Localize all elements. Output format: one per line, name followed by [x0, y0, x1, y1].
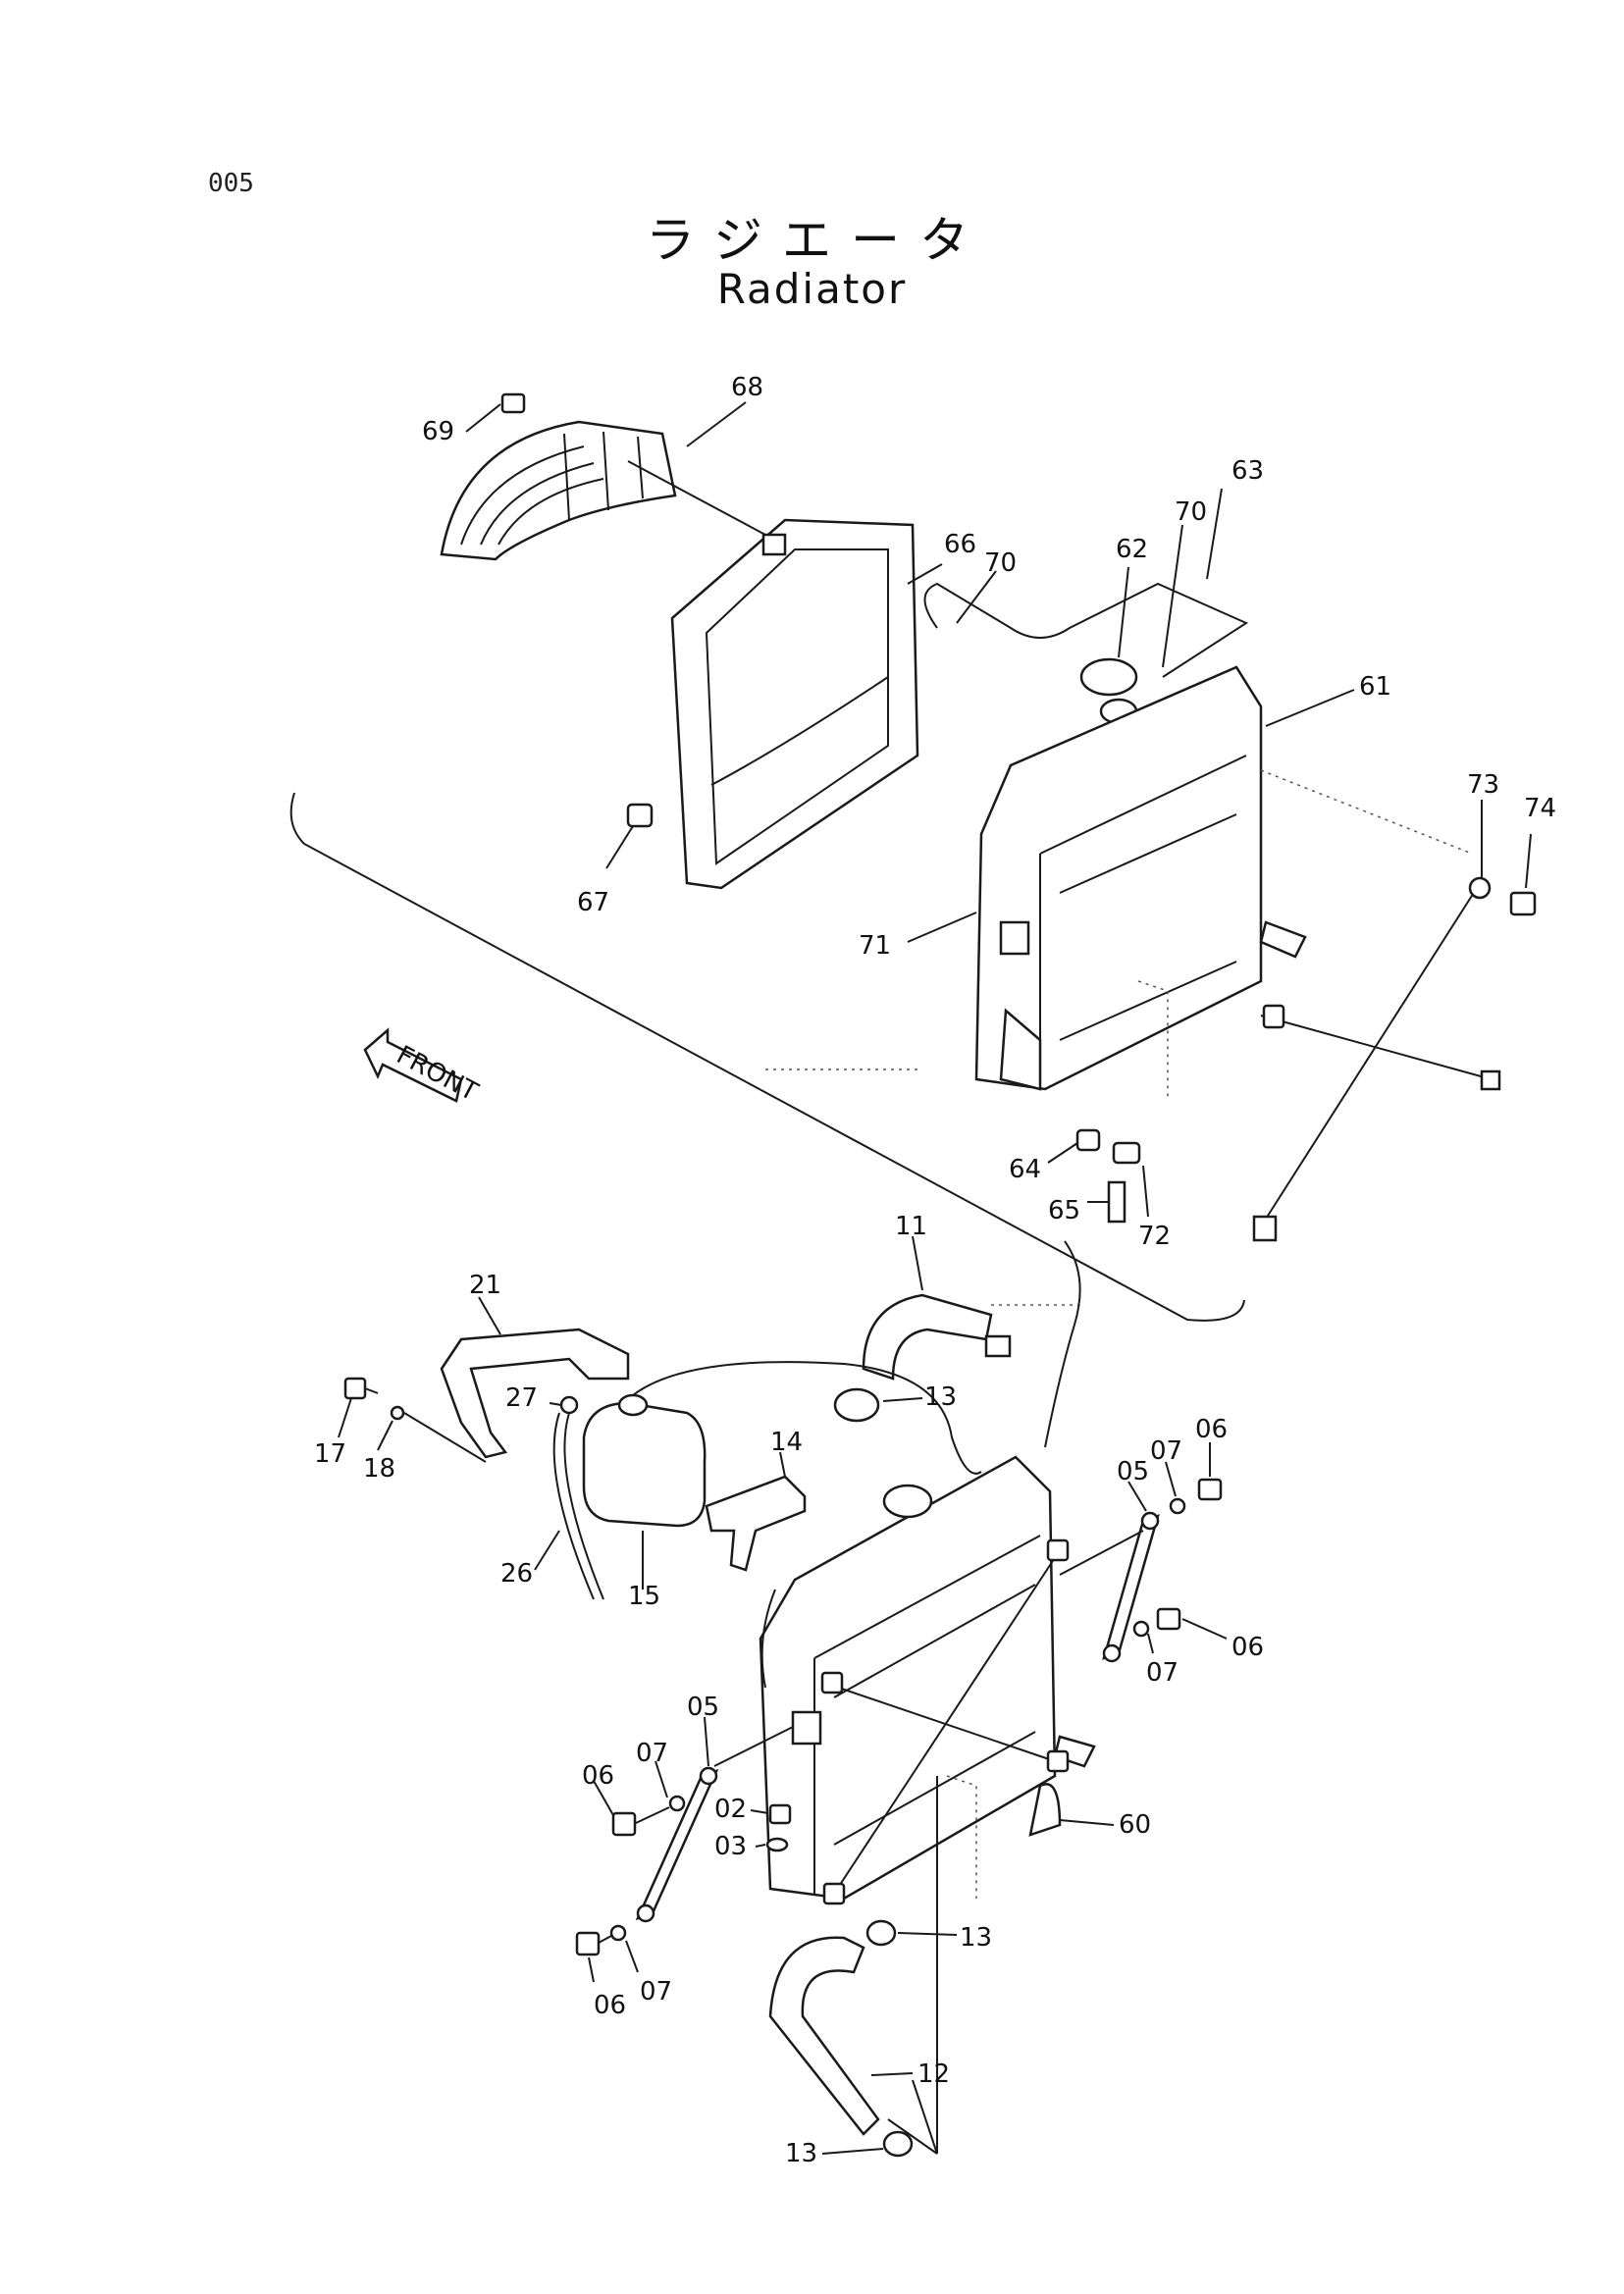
hose-clamp-part [882, 2130, 914, 2158]
callout-11: 11 [895, 1212, 927, 1241]
callout-15: 15 [628, 1582, 660, 1611]
bracket-part [705, 1475, 807, 1572]
callout-03: 03 [714, 1832, 747, 1861]
callout-07: 07 [640, 1977, 672, 2007]
callout-60: 60 [1119, 1810, 1151, 1840]
reserve-tank-part [582, 1393, 707, 1528]
washer-part [1132, 1620, 1150, 1638]
callout-06: 06 [594, 1991, 626, 2020]
washer-part [1169, 1497, 1186, 1515]
bolt-part [1156, 1607, 1181, 1631]
bolt-part [1509, 891, 1537, 916]
callout-12: 12 [917, 2059, 950, 2089]
callout-63: 63 [1231, 456, 1264, 486]
clip-part [559, 1395, 579, 1415]
assembly-divider-curve [289, 792, 1245, 1322]
callout-17: 17 [314, 1439, 346, 1469]
page-code: 005 [208, 169, 254, 198]
callout-69: 69 [422, 417, 454, 446]
callout-67: 67 [577, 888, 609, 917]
page-title-english: Radiator [716, 265, 908, 313]
radiator-core-lower [759, 1455, 1096, 1901]
washer-part [668, 1795, 686, 1812]
callout-65: 65 [1048, 1196, 1080, 1225]
callout-27: 27 [505, 1383, 538, 1413]
callout-07: 07 [1146, 1658, 1179, 1688]
callout-71: 71 [859, 931, 891, 961]
callout-14: 14 [770, 1428, 803, 1457]
callout-05: 05 [1117, 1457, 1149, 1486]
drain-cock-part [1075, 1128, 1141, 1224]
callout-13: 13 [785, 2139, 817, 2168]
callout-72: 72 [1138, 1222, 1171, 1251]
bolt-part [611, 1811, 637, 1837]
washer-part [609, 1924, 627, 1942]
stay-arm-part [635, 1766, 719, 1923]
hose-clamp-part [833, 1387, 880, 1423]
bolt-part [1197, 1478, 1223, 1501]
front-direction-marker: FRONT [363, 1027, 483, 1108]
callout-64: 64 [1009, 1155, 1041, 1184]
callout-05: 05 [687, 1693, 719, 1722]
drain-plug-part [768, 1803, 792, 1825]
bolt-part [626, 803, 654, 828]
fan-guard-part [440, 420, 677, 561]
callout-66: 66 [944, 530, 976, 559]
lower-hose-part [768, 1936, 880, 2136]
page-title-japanese: ラジエータ [646, 212, 988, 269]
callout-07: 07 [636, 1739, 668, 1768]
callout-07: 07 [1150, 1436, 1182, 1466]
shroud-part [670, 518, 919, 890]
stay-arm-part [1102, 1511, 1160, 1663]
washer-part [390, 1405, 405, 1421]
hose-clamp-part [984, 1334, 1012, 1358]
callout-21: 21 [469, 1271, 501, 1300]
callout-02: 02 [714, 1795, 747, 1824]
callout-06: 06 [582, 1761, 614, 1791]
callout-70: 70 [1175, 497, 1207, 527]
callout-73: 73 [1467, 770, 1499, 800]
washer-part [765, 1837, 789, 1852]
callout-13: 13 [924, 1382, 957, 1412]
callout-62: 62 [1116, 535, 1148, 564]
bolt-part [500, 392, 526, 414]
callout-06: 06 [1231, 1633, 1264, 1662]
tank-bracket-part [440, 1328, 630, 1459]
upper-hose-part [862, 1293, 993, 1381]
bolt-part [343, 1377, 379, 1400]
hose-clamp-part [865, 1919, 897, 1947]
callout-18: 18 [363, 1454, 395, 1484]
callout-13: 13 [960, 1923, 992, 1953]
overflow-pipe-part [923, 582, 1249, 678]
callout-61: 61 [1359, 672, 1391, 702]
radiator-core-upper [974, 665, 1307, 1099]
callout-68: 68 [731, 373, 763, 402]
callout-06: 06 [1195, 1415, 1228, 1444]
bolt-part [575, 1931, 601, 1956]
callout-70: 70 [984, 548, 1017, 578]
callout-74: 74 [1524, 794, 1556, 823]
stay-rod-part [1252, 876, 1501, 1242]
callout-26: 26 [500, 1559, 533, 1589]
